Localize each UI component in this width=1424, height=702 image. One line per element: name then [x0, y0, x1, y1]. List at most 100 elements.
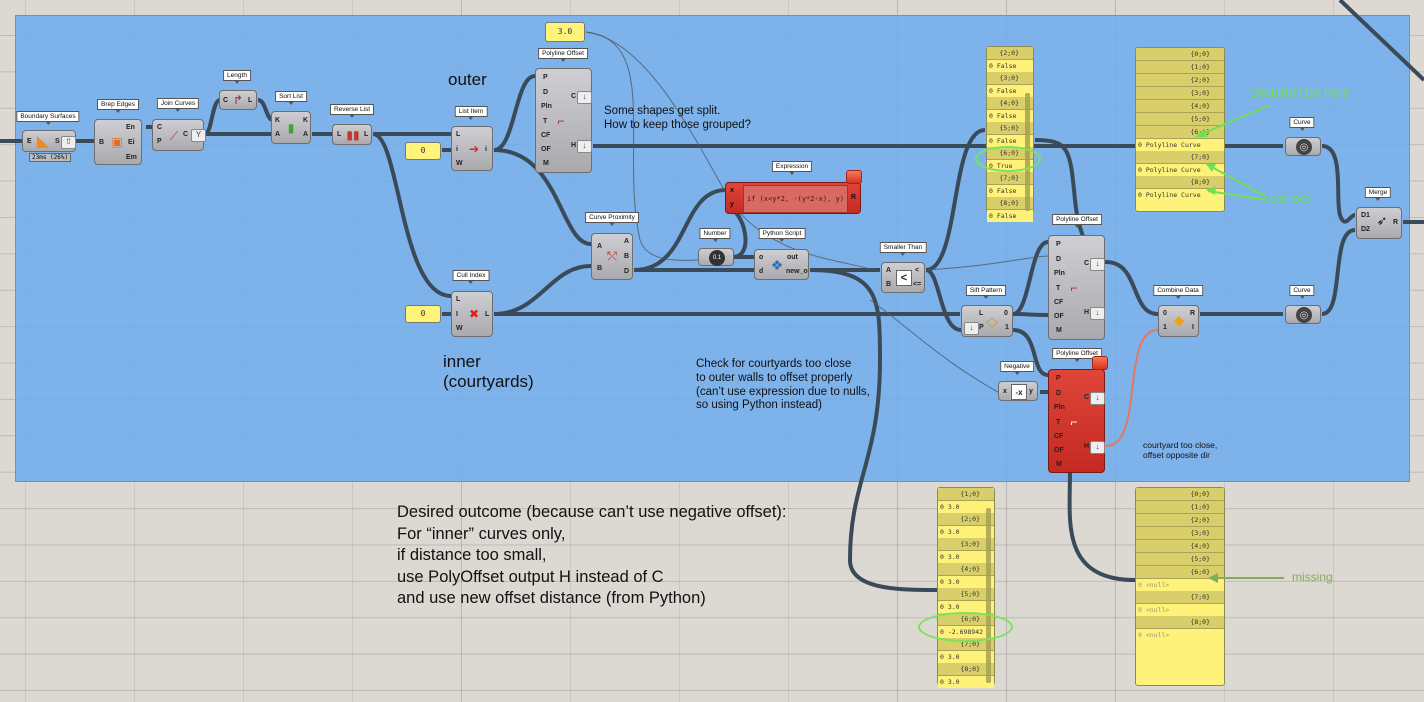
label-brep-edges: Brep Edges [97, 99, 139, 113]
polyline-offset-1-component[interactable]: P D Pln T CF OF M ⌐ C ↓ H ↓ [535, 68, 592, 173]
port-of: OF [1054, 313, 1064, 320]
note-outer: outer [448, 70, 487, 89]
python-icon: ❖ [770, 256, 784, 273]
panel-scrollbar[interactable] [986, 508, 991, 683]
panel-branch-header: {2;0} [1136, 74, 1224, 87]
sift-pattern-component[interactable]: ↓ L P ◇ 0 1 [961, 305, 1013, 337]
panel-branch-header: {5;0} [1136, 113, 1224, 126]
panel-branch-header: {7;0} [987, 172, 1033, 185]
curve-2-component[interactable]: ◎ [1285, 305, 1321, 324]
port-d: d [759, 268, 764, 275]
port-h-out: H [1084, 309, 1090, 316]
note-courtyard: courtyard too close, offset opposite dir [1143, 440, 1218, 461]
port-i-out: i [485, 146, 487, 153]
panel-value: 0 False [987, 185, 1033, 197]
join-curves-component[interactable]: C P ⟋ C Y [152, 119, 206, 151]
panel-branch-header: {3;0} [1136, 87, 1224, 100]
panel-branch-header: {3;0} [938, 538, 994, 551]
port-r: R [851, 194, 857, 201]
reverse-icon: ▮▮ [346, 128, 360, 142]
length-component[interactable]: C ↱ L [219, 90, 257, 110]
panel-value: 0 False [987, 210, 1033, 222]
panel-value: 0 3.0 [938, 526, 994, 538]
port-k: K [275, 117, 281, 124]
port-i: i [456, 146, 458, 153]
port-w: W [456, 325, 463, 332]
curve-proximity-component[interactable]: A B ⤲ A B D [591, 233, 633, 280]
port-d2: D2 [1361, 226, 1370, 233]
polyline-offset-2-component[interactable]: P D Pln T CF OF M ⌐ C ↓ H ↓ [1048, 235, 1105, 340]
panel-value: 0 3.0 [938, 651, 994, 663]
brep-icon: ▣ [111, 135, 123, 149]
list-item-component[interactable]: L i W ➔ i [451, 126, 493, 171]
join-icon: ⟋ [169, 128, 179, 143]
proximity-icon: ⤲ [607, 248, 617, 263]
note-check: Check for courtyards too close to outer … [696, 358, 870, 412]
sort-list-component[interactable]: K A ▮ K A [271, 111, 311, 144]
curve-param-icon: ◎ [1296, 139, 1312, 155]
python-script-component[interactable]: o d ❖ out new_o [754, 249, 809, 280]
cull-icon: ✖ [468, 307, 480, 321]
note-shouldnt-be-here: shouldn’t be here [1250, 85, 1350, 100]
panel-value: 0 3.0 [938, 576, 994, 588]
expression-formula[interactable]: if (x<y*2, -(y*2-x), y) [743, 185, 848, 213]
graft-icon: Y [191, 129, 206, 142]
port-l: L [456, 131, 461, 138]
expression-component[interactable]: x y if (x<y*2, -(y*2-x), y) R [725, 182, 861, 214]
label-cull-index: Cull Index [452, 270, 490, 284]
label-sift-pattern: Sift Pattern [965, 285, 1007, 299]
number-component[interactable]: 0.1 [698, 248, 734, 266]
port-pln: Pln [1054, 404, 1065, 411]
port-c-out: C [1084, 394, 1090, 401]
curve-length-icon: ↱ [232, 93, 244, 107]
polyline-offset-3-component[interactable]: P D Pln T CF OF M ⌐ C ↓ H ↓ [1048, 369, 1105, 473]
merge-component[interactable]: D1 D2 ➶ R [1356, 207, 1402, 239]
panel-value: 0 3.0 [938, 601, 994, 613]
number-icon: 0.1 [709, 250, 725, 266]
panel-value: 0 3.0 [938, 676, 994, 688]
note-correct: correct [1270, 191, 1310, 206]
surface-icon: ◣ [36, 133, 50, 150]
cull-index-slider[interactable]: 0 [405, 305, 441, 323]
port-o: o [759, 254, 764, 261]
port-0: 0 [1004, 310, 1008, 317]
port-l: L [337, 131, 342, 138]
bool-panel[interactable]: {2;0}0 False{3;0}0 False{4;0}0 False{5;0… [986, 46, 1034, 222]
curve-output-panel[interactable]: {0;0}{1;0}{2;0}{3;0}{4;0}{5;0}{6;0}0 Pol… [1135, 47, 1225, 212]
flatten-c-icon: ↓ [1090, 258, 1105, 271]
flatten-h-icon: ↓ [1090, 441, 1105, 454]
port-lt: < [915, 267, 920, 274]
curve-1-component[interactable]: ◎ [1285, 137, 1321, 156]
negative-component[interactable]: x -x y [998, 381, 1038, 401]
flatten-c-icon: ↓ [1090, 392, 1105, 405]
panel-branch-header: {2;0} [987, 47, 1033, 60]
note-desired-outcome: Desired outcome (because can’t use negat… [397, 503, 787, 607]
panel-branch-header: {8;0} [938, 663, 994, 676]
flatten-h-icon: ↓ [1090, 307, 1105, 320]
smaller-than-component[interactable]: A B < < <= [881, 262, 925, 293]
combine-data-component[interactable]: 0 1 ◆ R I [1158, 305, 1199, 337]
port-c: C [223, 97, 229, 104]
warning-flag-icon[interactable] [1092, 356, 1108, 370]
warning-flag-icon[interactable] [846, 170, 862, 184]
note-missing: missing [1292, 570, 1333, 584]
highlight-oval [975, 146, 1041, 172]
cull-index-component[interactable]: L I W ✖ L [451, 291, 493, 337]
boundary-surfaces-component[interactable]: E ◣ S ⇧ [22, 130, 76, 152]
panel-value: 0 3.0 [938, 501, 994, 513]
panel-branch-header: {3;0} [987, 72, 1033, 85]
panel-branch-header: {8;0} [1136, 616, 1224, 629]
port-1: 1 [1163, 324, 1167, 331]
list-item-index-slider[interactable]: 0 [405, 142, 441, 160]
distance-panel[interactable]: {1;0}0 3.0{2;0}0 3.0{3;0}0 3.0{4;0}0 3.0… [937, 487, 995, 688]
label-merge: Merge [1364, 187, 1392, 201]
list-item-icon: ➔ [468, 142, 480, 156]
timing-badge: 23ms (26%) [29, 153, 72, 162]
offset-distance-panel[interactable]: 3.0 [545, 22, 585, 42]
reverse-list-component[interactable]: L ▮▮ L [332, 124, 372, 145]
brep-edges-component[interactable]: B ▣ En Ei Em [94, 119, 142, 165]
curve-param-icon: ◎ [1296, 307, 1312, 323]
port-d: D [1056, 256, 1062, 263]
port-b-out: B [624, 253, 630, 260]
null-output-panel[interactable]: {0;0}{1;0}{2;0}{3;0}{4;0}{5;0}{6;0}0 <nu… [1135, 487, 1225, 686]
